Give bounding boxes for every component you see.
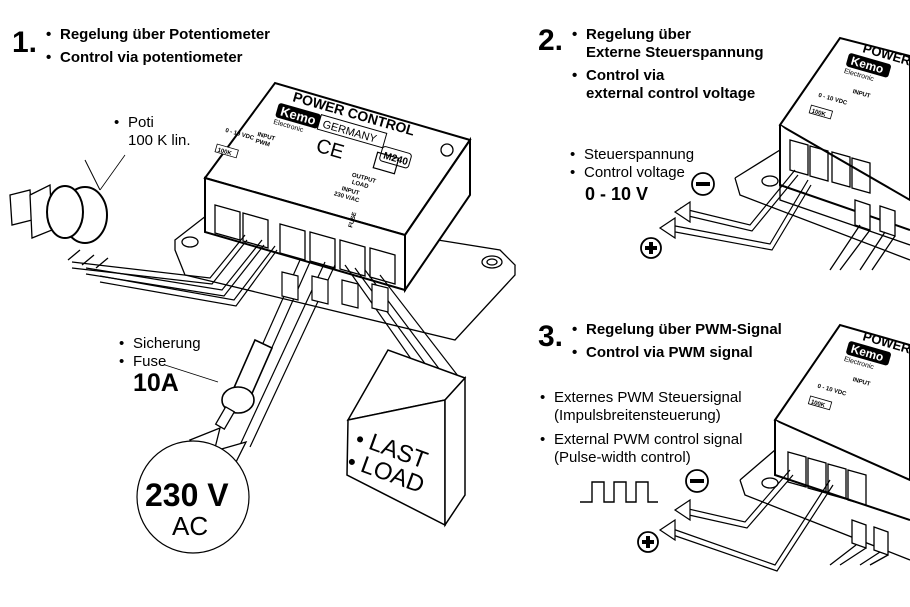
mains-circle (136, 440, 250, 554)
resistor-label: 100K (217, 147, 233, 157)
poti-wires (71, 234, 278, 307)
svg-text:100K: 100K (811, 109, 827, 119)
svg-text:INPUT: INPUT (852, 89, 871, 100)
mains-voltage: 230 V (145, 477, 229, 513)
section3-module (739, 323, 910, 566)
section3-pwm-wires (658, 469, 834, 572)
section3-heading-de: Regelung über PWM-Signal (572, 320, 782, 339)
fuse-label-en: Fuse (119, 353, 166, 371)
svg-text:100K: 100K (810, 399, 826, 409)
section3-number: 3. (538, 320, 564, 353)
pwm-label-en: External PWM control signal (540, 431, 742, 449)
fuse-value: 10A (133, 369, 179, 397)
section2-number: 2. (538, 24, 564, 57)
potentiometer (9, 159, 109, 269)
minus-icon (685, 469, 709, 493)
svg-text:LOAD: LOAD (351, 180, 370, 191)
load-box (346, 349, 467, 528)
section2-control-wires (658, 169, 812, 251)
section2-heading-de: Regelung über (572, 25, 691, 44)
control-voltage-range: 0 - 10 V (585, 184, 649, 204)
poti-label: Poti (114, 114, 154, 132)
minus-icon (691, 172, 715, 196)
mains-type: AC (172, 511, 208, 541)
input-ac-label: INPUT (341, 186, 360, 197)
fuse-mark: FUSE (348, 212, 358, 229)
section3-heading-en: Control via PWM signal (572, 343, 753, 362)
pwm-waveform-icon (580, 481, 658, 503)
pwm-label-de: Externes PWM Steuersignal (540, 389, 742, 407)
section2-heading-en: Control via (572, 66, 664, 85)
fuse-label-de: Sicherung (119, 335, 201, 353)
control-voltage-label-de: Steuerspannung (570, 146, 694, 164)
svg-text:PWM: PWM (255, 139, 271, 149)
poti-value: 100 K lin. (128, 132, 191, 149)
svg-text:INPUT: INPUT (852, 377, 871, 388)
control-voltage-label-en: Control voltage (570, 164, 685, 182)
terminal-block (214, 204, 396, 285)
section1-heading-de: Regelung über Potentiometer (46, 25, 270, 44)
section1-heading-en: Control via potentiometer (46, 48, 243, 67)
plus-icon (637, 531, 659, 553)
section2-module (734, 36, 910, 271)
fuse-holder (164, 338, 274, 431)
input-pwm-label: INPUT (257, 132, 276, 143)
section1-number: 1. (12, 26, 38, 59)
plus-icon (640, 237, 662, 259)
